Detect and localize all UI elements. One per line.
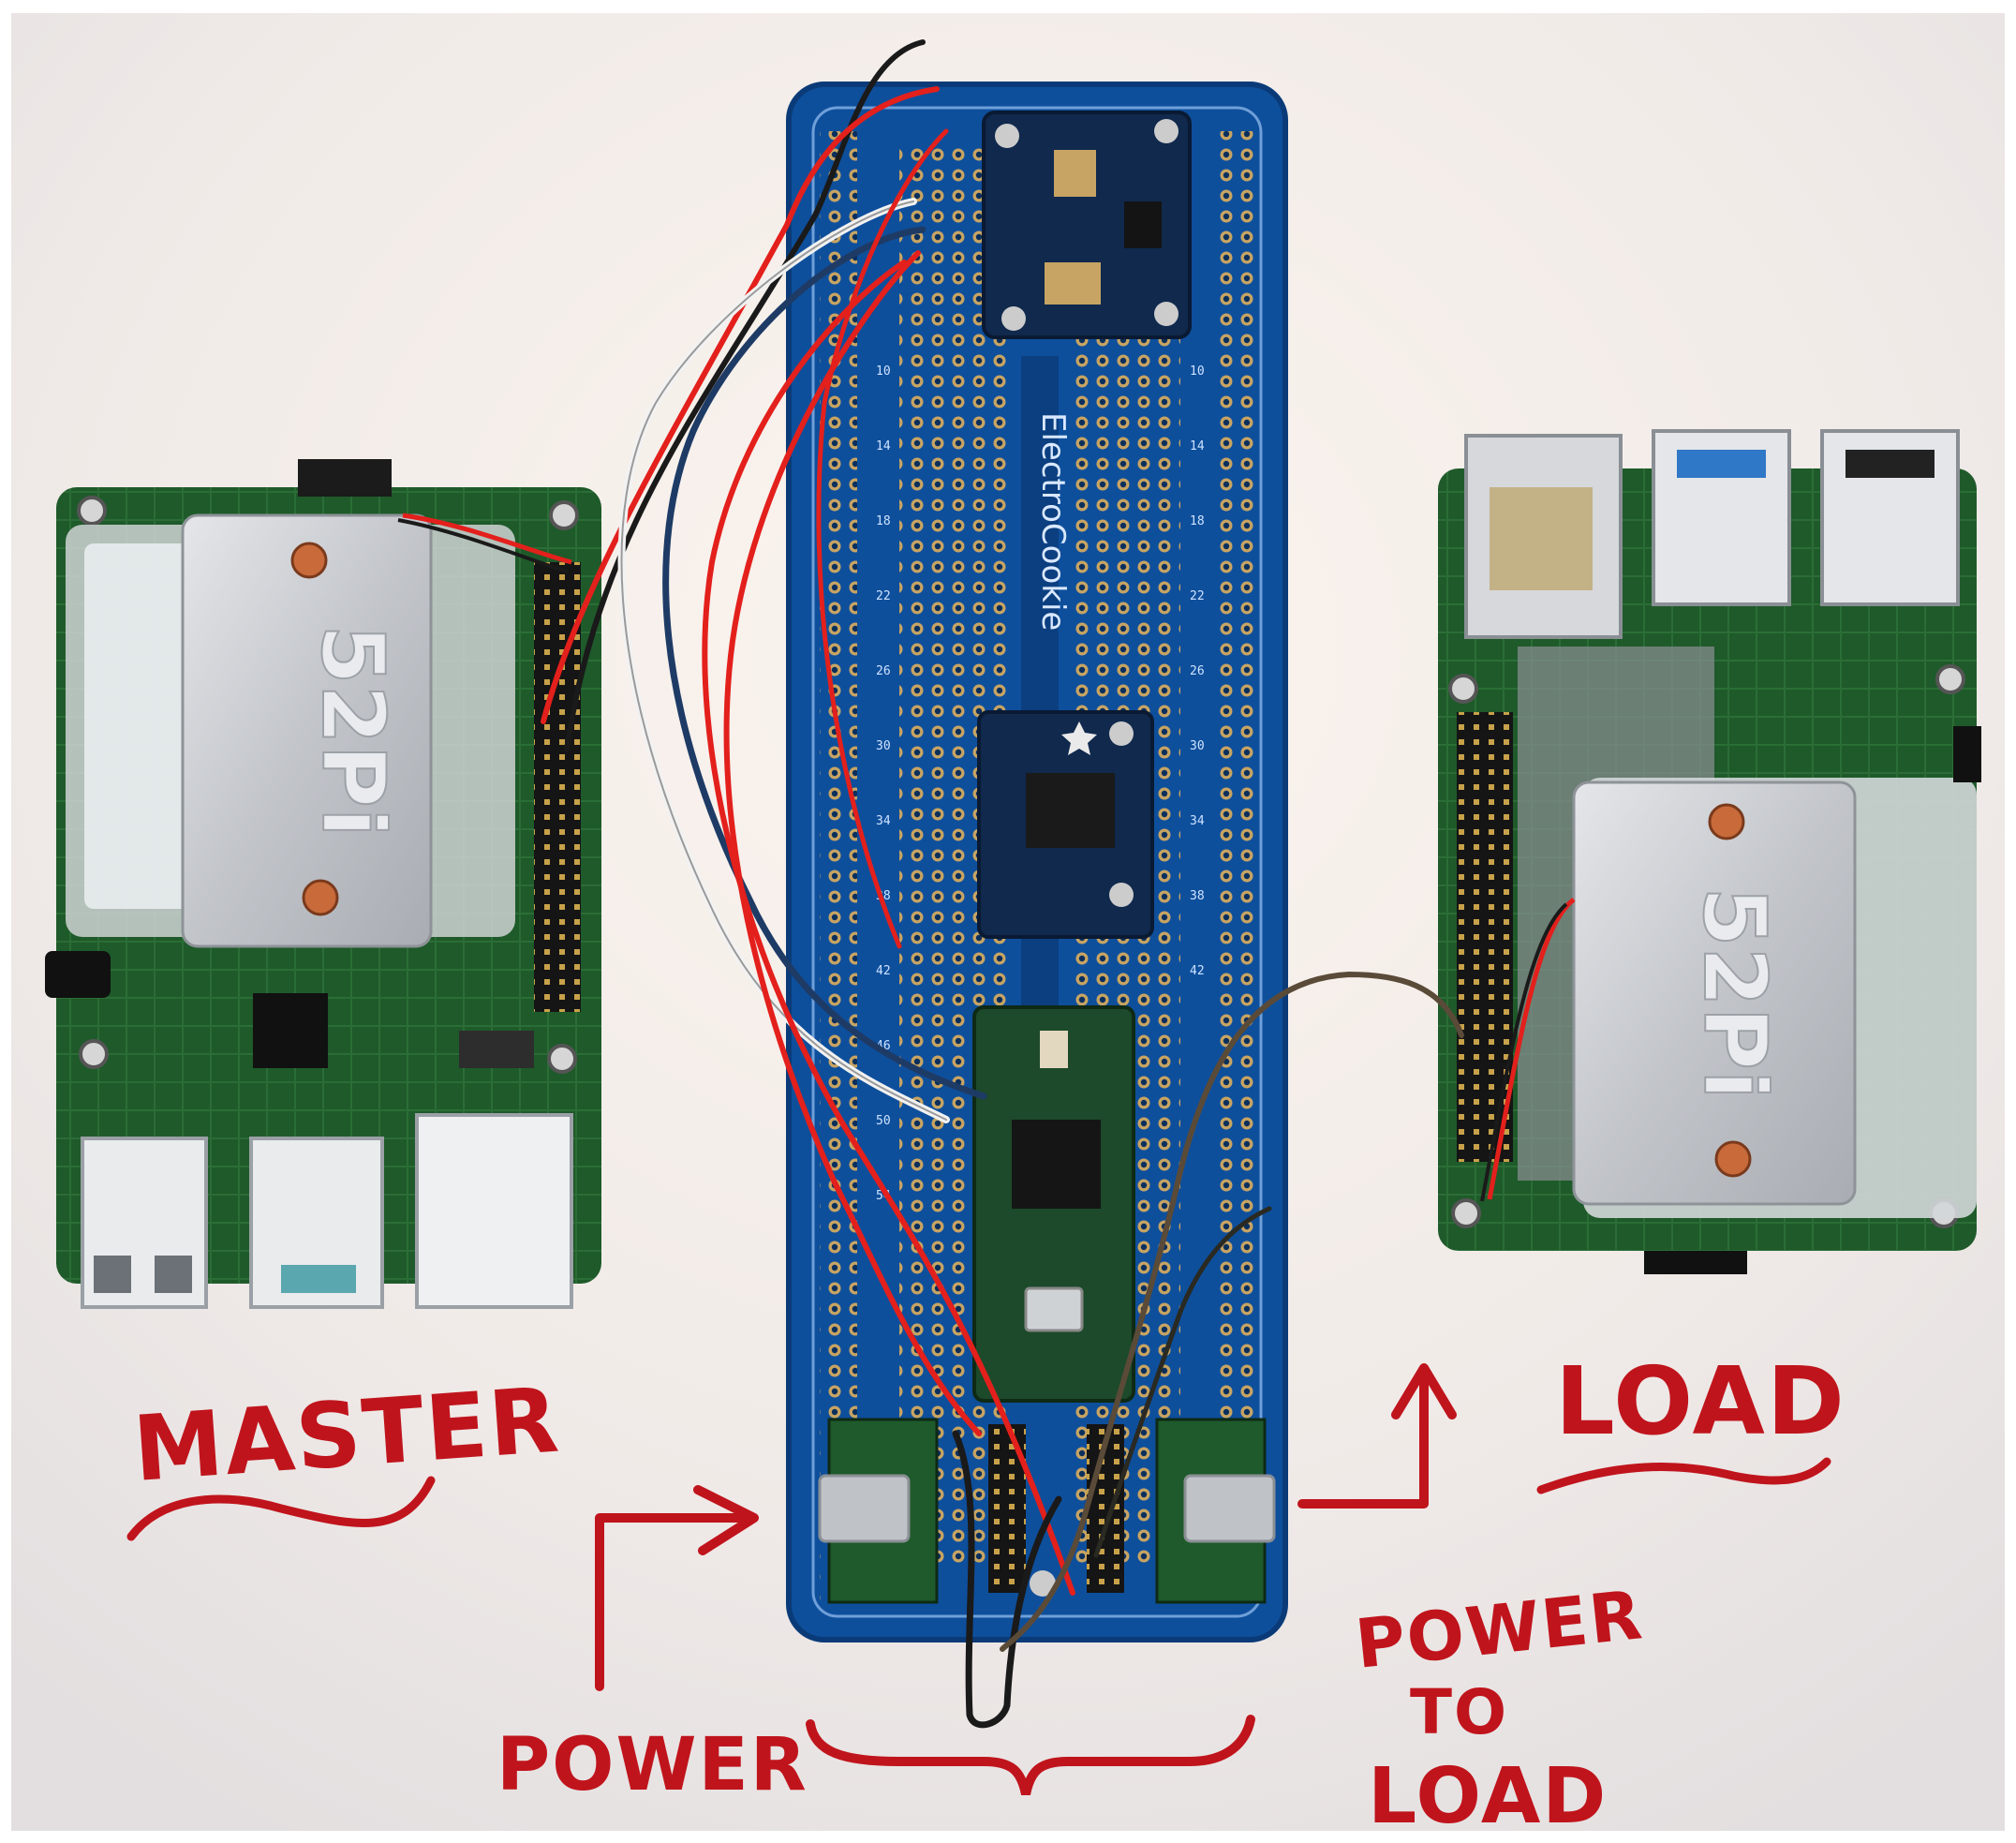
svg-text:42: 42 [876,964,891,978]
master-heatsink: 52Pi [181,513,433,948]
bottom-right-power-module [1155,1418,1276,1604]
svg-text:18: 18 [1190,514,1205,528]
power-in-arrow [595,1513,745,1691]
master-underline [126,1476,436,1541]
svg-text:26: 26 [1190,664,1205,678]
svg-text:34: 34 [876,814,891,828]
power-to-load-line3: LOAD [1368,1752,1608,1841]
board-brace [806,1715,1255,1796]
load-label: LOAD [1555,1346,1846,1456]
svg-text:30: 30 [1190,739,1205,753]
svg-text:14: 14 [876,439,891,453]
rtc-module [977,710,1154,939]
svg-text:14: 14 [1190,439,1205,453]
master-ethernet-port [415,1113,573,1309]
power-in-label: POWER [497,1723,808,1807]
master-heatsink-logo: 52Pi [303,625,403,838]
breadboard-brand-label: ElectroCookie [1034,412,1072,631]
load-raspberry-pi: 52Pi [1438,429,1981,1274]
svg-text:22: 22 [1190,589,1205,603]
svg-text:22: 22 [876,589,891,603]
master-raspberry-pi: 52Pi [45,459,601,1309]
power-to-load-line2: TO [1410,1676,1508,1748]
svg-text:10: 10 [1190,364,1205,379]
teensy-microcontroller [972,1005,1135,1403]
jumper-wires [541,39,1464,1729]
svg-text:30: 30 [876,739,891,753]
svg-text:42: 42 [1190,964,1205,978]
svg-text:50: 50 [876,1114,891,1128]
power-to-load-arrow [1297,1373,1429,1509]
load-underline [1536,1457,1831,1494]
load-usb-port-2 [1820,429,1960,606]
svg-text:34: 34 [1190,814,1205,828]
svg-text:10: 10 [876,364,891,379]
top-sensor-module [982,111,1192,339]
svg-text:26: 26 [876,664,891,678]
bottom-left-power-module [818,1418,939,1604]
load-heatsink: 52Pi [1572,780,1857,1206]
load-heatsink-logo: 52Pi [1684,887,1785,1100]
svg-text:18: 18 [876,514,891,528]
svg-text:38: 38 [1190,889,1205,903]
